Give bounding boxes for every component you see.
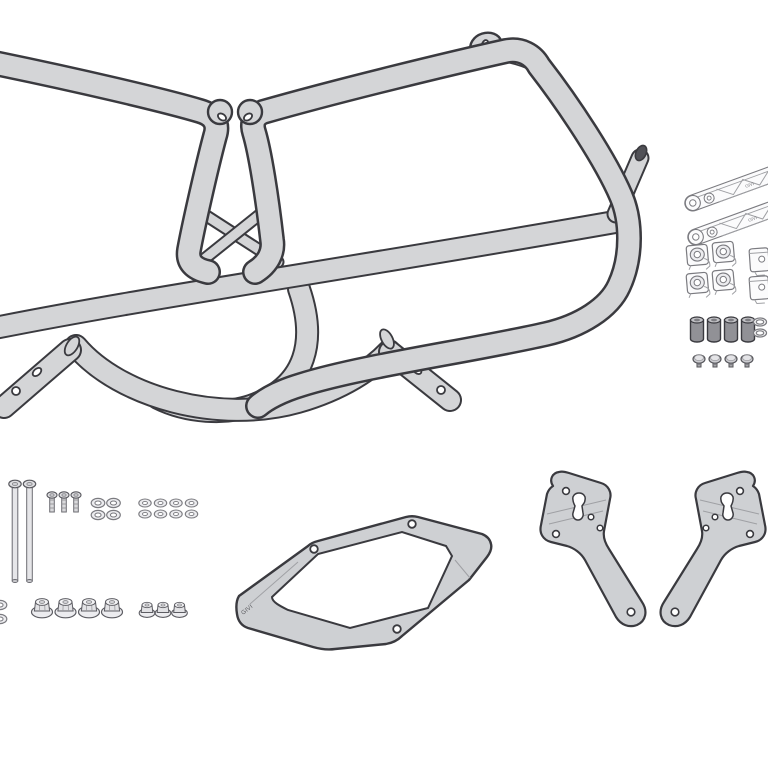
washer-small-8	[184, 509, 199, 519]
button-screw-1	[692, 354, 706, 368]
keyhole-slot	[31, 366, 43, 378]
fitting-rail-1	[682, 153, 768, 214]
stub-end-cap	[634, 144, 648, 162]
snap-ring-2	[752, 328, 768, 338]
lock-nut-2	[154, 601, 172, 618]
long-cross-bar	[0, 210, 627, 340]
washer-edge-2	[0, 613, 8, 625]
frame-assembly	[0, 31, 650, 424]
strap-hole	[11, 386, 21, 396]
eyelet-tab-right	[236, 98, 264, 126]
spacer-bushing-4	[740, 316, 756, 343]
long-bolt-1	[8, 479, 22, 584]
washer-large-1	[90, 497, 106, 509]
clip-nut-4	[711, 268, 737, 297]
clip-nut-1	[685, 243, 711, 272]
tube-end-cut-right	[379, 328, 395, 350]
keyhole-strap-left	[0, 338, 82, 419]
washer-large-4	[106, 509, 121, 521]
l-bracket-clip-1	[748, 247, 768, 277]
side-bracket-right	[659, 470, 767, 628]
flange-nut-3	[77, 597, 101, 619]
spacer-bushing-3	[723, 316, 739, 343]
l-bracket-clip-2	[748, 275, 768, 305]
washer-small-3	[169, 498, 183, 508]
fitting-kit-right-column	[682, 153, 768, 368]
button-screw-3	[724, 354, 738, 368]
plate-cutout	[270, 530, 454, 630]
plate-hole-2	[407, 519, 417, 529]
eyelet-hole	[217, 112, 227, 122]
machine-screw-2	[58, 491, 70, 513]
eyelet-tab-left	[206, 98, 234, 126]
washer-small-6	[153, 509, 168, 519]
washer-large-3	[90, 509, 106, 521]
button-screw-4	[740, 354, 754, 368]
washer-small-2	[153, 498, 168, 508]
flange-nut-2	[54, 597, 77, 619]
machine-screw-3	[70, 491, 82, 513]
button-screw-2	[708, 354, 722, 368]
strap-hole	[436, 385, 446, 395]
lock-nut-1	[138, 601, 156, 618]
tube-end-cut-left	[63, 335, 81, 357]
washer-small-4	[184, 498, 199, 508]
support-plate: GIVI	[235, 515, 493, 651]
spacer-bushing-1	[689, 316, 705, 343]
pannier-frame-right	[240, 37, 642, 419]
washer-small-7	[169, 509, 183, 519]
clip-nut-2	[711, 240, 737, 269]
eyelet-hole	[243, 112, 253, 122]
washer-large-2	[106, 497, 121, 509]
spacer-bushing-2	[706, 316, 722, 343]
clip-nut-3	[685, 271, 711, 300]
long-bolt-2	[22, 479, 37, 584]
flange-nut-1	[30, 597, 54, 619]
hardware-kit-bottom-left	[0, 479, 199, 625]
washer-small-5	[138, 509, 152, 519]
pannier-frame-left	[0, 50, 230, 285]
flange-nut-4	[100, 597, 124, 619]
lock-nut-3	[171, 601, 188, 618]
plate-hole-1	[309, 544, 319, 554]
plate-hole-3	[392, 624, 402, 634]
snap-ring-1	[752, 317, 768, 327]
side-bracket-left	[539, 470, 647, 628]
washer-edge-1	[0, 599, 8, 611]
machine-screw-1	[46, 491, 58, 513]
washer-small-1	[138, 498, 152, 508]
